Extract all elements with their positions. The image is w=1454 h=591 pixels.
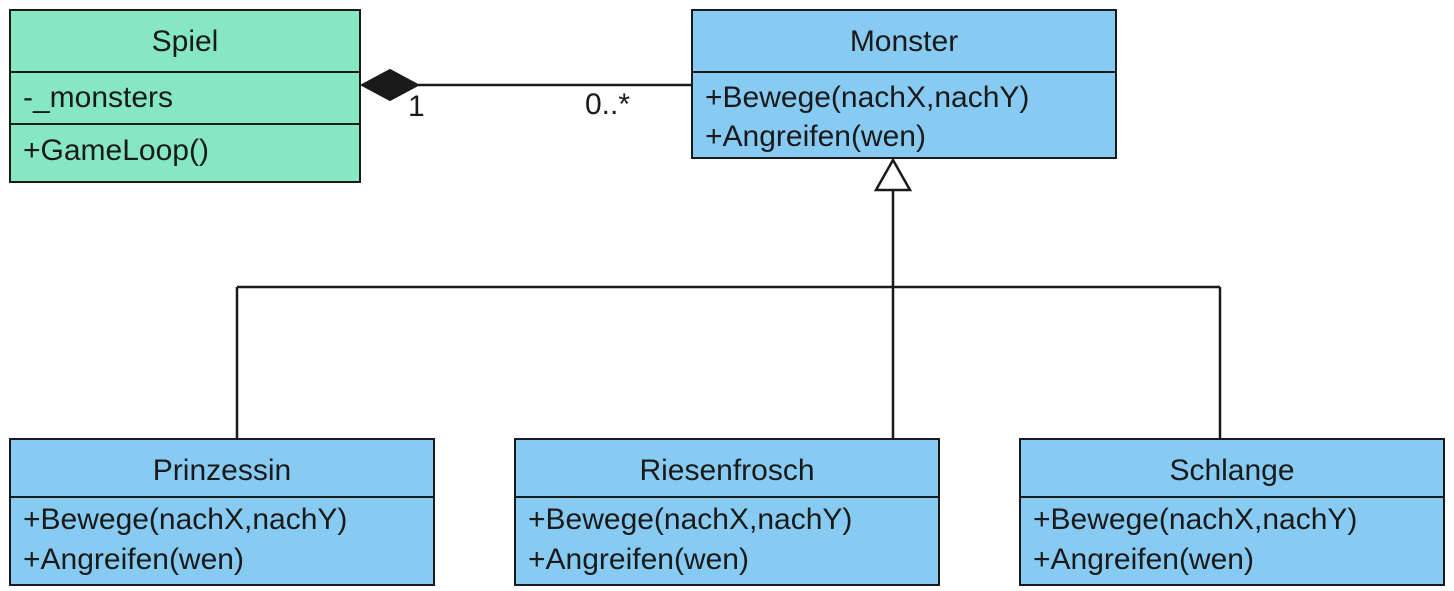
methods-section: +Bewege(nachX,nachY) +Angreifen(wen) <box>693 73 1115 156</box>
methods-section: +Bewege(nachX,nachY) +Angreifen(wen) <box>1021 498 1443 580</box>
class-spiel[interactable]: Spiel -_monsters +GameLoop() <box>9 9 361 183</box>
class-prinzessin[interactable]: Prinzessin +Bewege(nachX,nachY) +Angreif… <box>9 438 435 586</box>
inheritance-arrowhead <box>873 157 913 192</box>
multiplicity-source: 1 <box>408 90 425 123</box>
attribute: -_monsters <box>23 81 174 114</box>
method: +Angreifen(wen) <box>528 543 749 576</box>
class-name: Spiel <box>11 11 359 73</box>
methods-section: +GameLoop() <box>11 125 359 177</box>
method: +Angreifen(wen) <box>23 543 244 576</box>
class-monster[interactable]: Monster +Bewege(nachX,nachY) +Angreifen(… <box>691 9 1117 159</box>
class-schlange[interactable]: Schlange +Bewege(nachX,nachY) +Angreifen… <box>1019 438 1445 586</box>
method: +Angreifen(wen) <box>705 120 926 153</box>
method: +Bewege(nachX,nachY) <box>528 503 853 536</box>
class-name: Prinzessin <box>11 440 433 498</box>
method: +Angreifen(wen) <box>1033 543 1254 576</box>
methods-section: +Bewege(nachX,nachY) +Angreifen(wen) <box>11 498 433 580</box>
class-name: Riesenfrosch <box>516 440 938 498</box>
class-name: Monster <box>693 11 1115 73</box>
composition-diamond <box>359 68 421 102</box>
method: +Bewege(nachX,nachY) <box>23 503 348 536</box>
method: +GameLoop() <box>23 134 209 167</box>
class-riesenfrosch[interactable]: Riesenfrosch +Bewege(nachX,nachY) +Angre… <box>514 438 940 586</box>
method: +Bewege(nachX,nachY) <box>705 81 1030 114</box>
methods-section: +Bewege(nachX,nachY) +Angreifen(wen) <box>516 498 938 580</box>
multiplicity-target: 0..* <box>585 88 631 121</box>
class-name: Schlange <box>1021 440 1443 498</box>
method: +Bewege(nachX,nachY) <box>1033 503 1358 536</box>
attributes-section: -_monsters <box>11 73 359 125</box>
